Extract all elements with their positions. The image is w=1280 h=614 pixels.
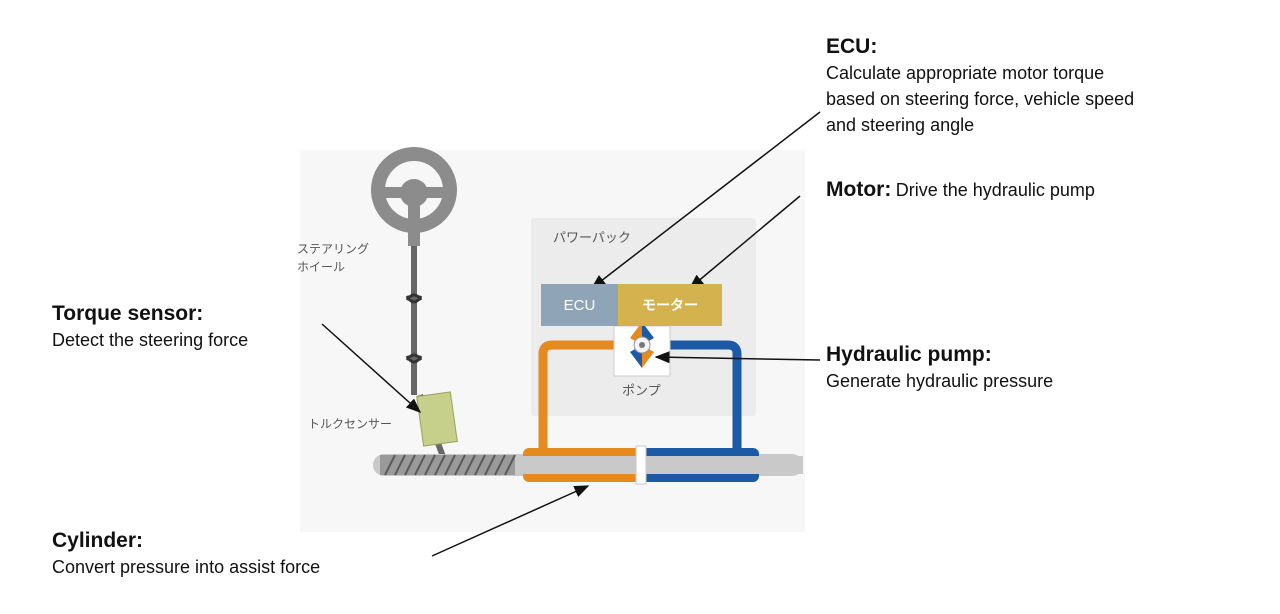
hydraulic-pump-annotation-title: Hydraulic pump: xyxy=(826,343,992,366)
motor-annotation: Motor: Drive the hydraulic pump xyxy=(826,177,1095,203)
steering-wheel-icon xyxy=(371,147,457,246)
motor-annotation-title: Motor: xyxy=(826,178,892,201)
pump-rotor-icon xyxy=(630,322,654,368)
pump-label-jp: ポンプ xyxy=(622,384,661,399)
torque-sensor-pointer-arrow xyxy=(321,323,422,414)
orange-hydraulic-line xyxy=(538,340,630,450)
cylinder-annotation: Cylinder: Convert pressure into assist f… xyxy=(52,528,320,580)
ecu-annotation-line2: based on steering force, vehicle speed xyxy=(826,89,1135,109)
cylinder-pointer-arrow xyxy=(431,485,590,557)
hydraulic-pump-annotation-desc: Generate hydraulic pressure xyxy=(826,371,1054,391)
piston-rod xyxy=(523,456,803,474)
hydraulic-pump-pointer-arrow xyxy=(654,351,821,364)
ecu-annotation-title: ECU: xyxy=(826,35,878,58)
motor-pointer-arrow xyxy=(688,195,801,289)
cylinder-annotation-title: Cylinder: xyxy=(52,529,144,552)
ecu-pointer-arrow xyxy=(590,111,821,289)
ecu-annotation: ECU: Calculate appropriate motor torque … xyxy=(826,34,1134,138)
torque-sensor-annotation-desc: Detect the steering force xyxy=(52,330,249,350)
ecu-annotation-line3: and steering angle xyxy=(826,115,975,135)
steering-wheel-label-line1: ステアリング xyxy=(297,242,370,256)
hydraulic-pump-annotation: Hydraulic pump: Generate hydraulic press… xyxy=(826,342,1053,394)
torque-sensor-annotation-title: Torque sensor: xyxy=(52,302,204,325)
piston xyxy=(635,445,647,485)
torque-sensor-label-jp: トルクセンサー xyxy=(308,417,393,431)
ecu-annotation-line1: Calculate appropriate motor torque xyxy=(826,63,1105,83)
blue-hydraulic-line xyxy=(654,340,742,450)
ecu-block: ECU xyxy=(541,284,618,326)
torque-sensor-block xyxy=(416,391,458,447)
power-pack-label: パワーパック xyxy=(553,231,631,246)
cylinder-annotation-desc: Convert pressure into assist force xyxy=(52,557,321,577)
torque-sensor-annotation: Torque sensor: Detect the steering force xyxy=(52,301,248,353)
motor-block: モーター xyxy=(618,284,722,326)
steering-wheel-label-line2: ホイール xyxy=(297,260,346,274)
motor-annotation-desc: Drive the hydraulic pump xyxy=(895,180,1095,200)
